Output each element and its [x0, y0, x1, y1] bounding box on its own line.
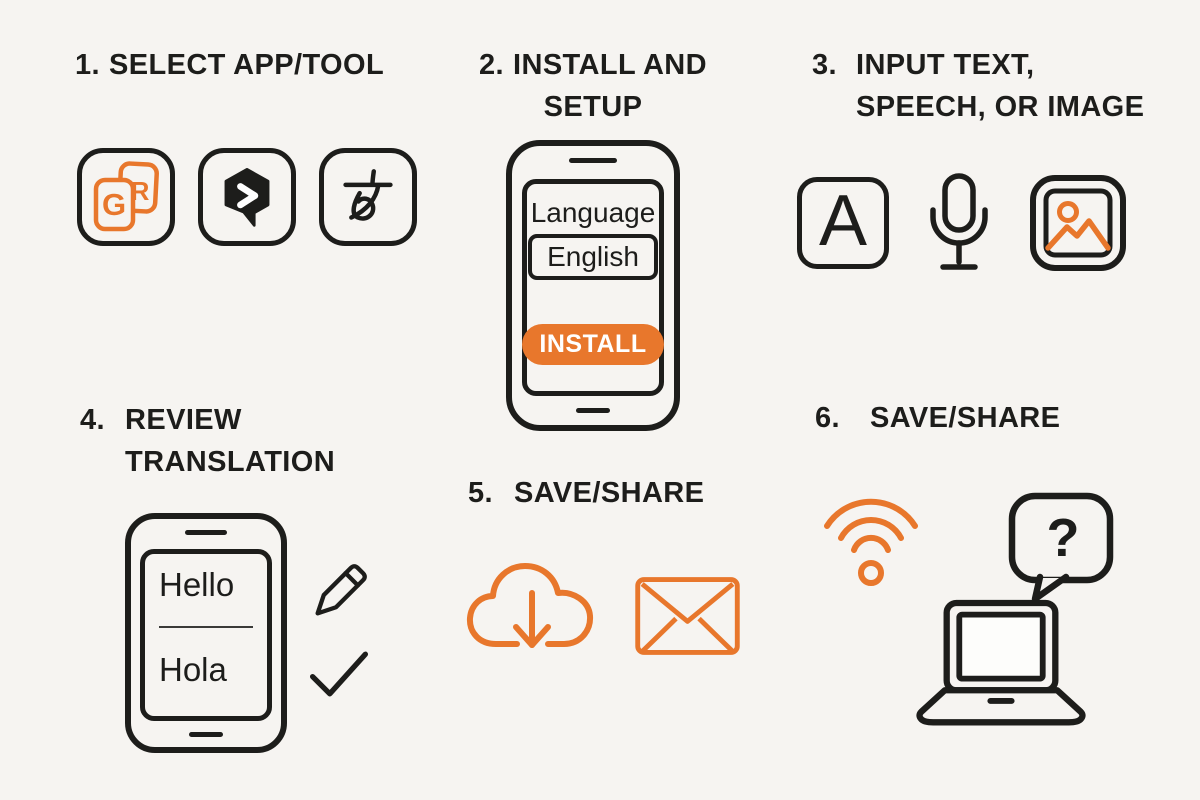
step1-heading: 1. SELECT APP/TOOL: [75, 44, 384, 86]
microphone-icon: [930, 173, 988, 270]
image-input-icon: [1030, 175, 1126, 271]
step5-heading: 5. SAVE/SHARE: [468, 472, 704, 514]
step3-number: 3.: [812, 49, 837, 81]
step2-heading: 2. INSTALL AND SETUP: [440, 44, 746, 128]
translate-back-letter: R: [131, 176, 150, 206]
translate-front-letter: G: [102, 187, 126, 222]
phone-home-line: [576, 408, 610, 413]
step1-title: SELECT APP/TOOL: [109, 49, 385, 81]
step5-title: SAVE/SHARE: [514, 477, 705, 509]
phone-speaker-line: [185, 530, 227, 535]
step6-heading: 6. SAVE/SHARE: [815, 397, 1060, 439]
hexagon-chat-icon: [224, 167, 270, 227]
install-button: INSTALL: [522, 324, 664, 365]
step6-number: 6.: [815, 402, 840, 434]
step3-title-line1: INPUT TEXT,: [856, 49, 1035, 81]
image-mountains: [1045, 218, 1111, 251]
step3-title-line2: SPEECH, OR IMAGE: [856, 91, 1145, 123]
step6-title: SAVE/SHARE: [870, 402, 1061, 434]
deepl-app-icon: [198, 148, 296, 246]
language-character-icon: [343, 169, 393, 221]
step4-number: 4.: [80, 404, 105, 436]
step2-title-line1: INSTALL AND: [513, 49, 707, 81]
checkmark-icon: [309, 651, 369, 697]
phone-speaker-line: [569, 158, 617, 163]
translate-cards-icon: R G: [93, 161, 159, 232]
review-phone-screen: Hello Hola: [140, 549, 272, 721]
step2-title-line2: SETUP: [543, 91, 643, 123]
laptop-notch: [987, 698, 1015, 704]
step2-number: 2.: [479, 49, 505, 81]
step4-title-line1: REVIEW: [125, 404, 242, 436]
email-icon: [635, 577, 740, 655]
setup-phone-screen: Language English INSTALL: [522, 179, 664, 396]
question-mark: ?: [1047, 508, 1080, 568]
text-input-letter: A: [818, 181, 868, 261]
language-label: Language: [530, 197, 656, 228]
translated-text: Hola: [159, 651, 227, 688]
pencil-icon: [315, 564, 367, 616]
app-icons-row: R G: [77, 148, 417, 246]
step3-heading: 3. INPUT TEXT, SPEECH, OR IMAGE: [812, 44, 1144, 128]
translation-divider: [159, 626, 253, 628]
question-bubble-icon: ?: [1008, 492, 1114, 603]
image-sun-circle: [1057, 201, 1079, 223]
setup-phone-illustration: Language English INSTALL: [506, 140, 680, 431]
review-phone-illustration: Hello Hola: [125, 513, 287, 753]
phone-home-line: [189, 732, 223, 737]
step5-number: 5.: [468, 477, 493, 509]
source-text: Hello: [159, 566, 235, 603]
step4-title-line2: TRANSLATION: [125, 446, 336, 478]
laptop-icon: [916, 599, 1086, 726]
wifi-icon: [824, 498, 918, 586]
step1-number: 1.: [75, 49, 100, 81]
language-character-app-icon: [319, 148, 417, 246]
language-selector: English: [528, 234, 658, 280]
cloud-download-icon: [466, 563, 594, 648]
text-input-icon: A: [797, 177, 889, 269]
google-translate-app-icon: R G: [77, 148, 175, 246]
step4-heading: 4. REVIEW TRANSLATION: [80, 399, 335, 483]
